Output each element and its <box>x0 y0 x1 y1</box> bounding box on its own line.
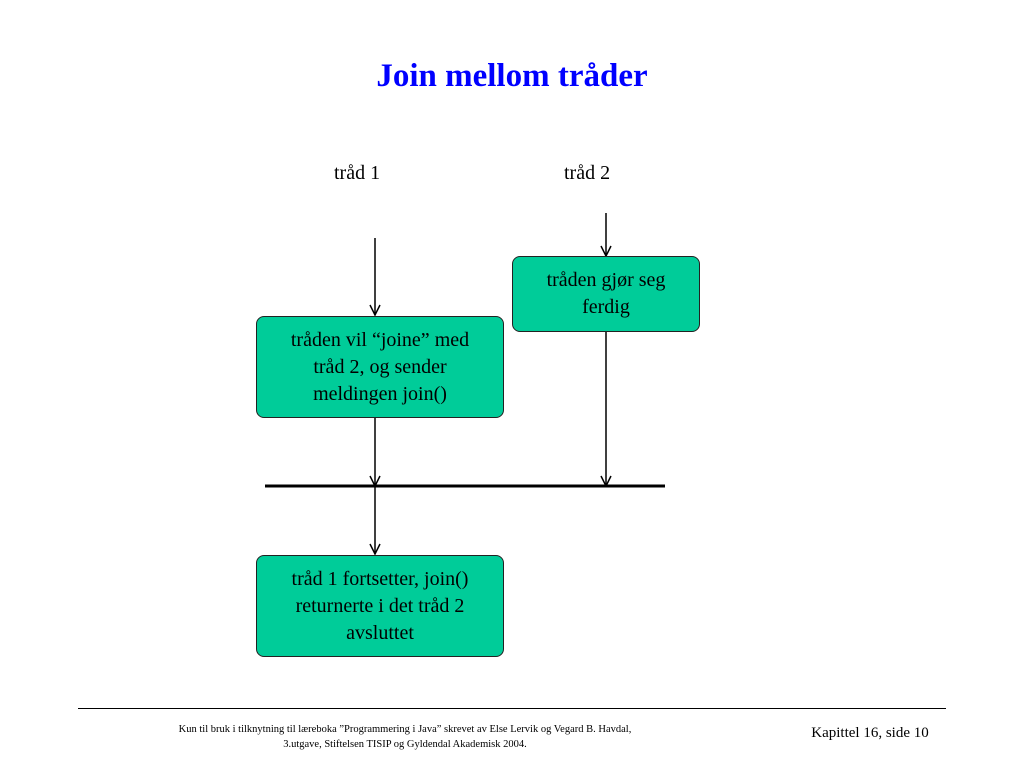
thread-1-join-request-box: tråden vil “joine” med tråd 2, og sender… <box>256 316 504 418</box>
slide-title: Join mellom tråder <box>376 58 648 94</box>
footer-divider <box>78 708 946 709</box>
footer-source-line-1: Kun til bruk i tilknytning til læreboka … <box>178 724 632 735</box>
footer-page-label: Kapittel 16, side 10 <box>811 725 929 741</box>
footer-source-line-2: 3.utgave, Stiftelsen TISIP og Gyldendal … <box>283 739 527 750</box>
continue-box-line-3: avsluttet <box>346 621 414 644</box>
thread-1-label: tråd 1 <box>334 162 381 184</box>
join-box-line-2: tråd 2, og sender <box>313 355 447 378</box>
join-box-line-1: tråden vil “joine” med <box>290 328 470 351</box>
continue-box-line-1: tråd 1 fortsetter, join() <box>291 567 469 590</box>
thread-2-box-line-1: tråden gjør seg <box>546 269 666 291</box>
join-box-line-3: meldingen join() <box>313 382 447 405</box>
footer-source-note: Kun til bruk i tilknytning til læreboka … <box>130 722 680 752</box>
thread-1-continues-box: tråd 1 fortsetter, join() returnerte i d… <box>256 555 504 657</box>
thread-2-box-line-2: ferdig <box>582 296 630 318</box>
continue-box-line-2: returnerte i det tråd 2 <box>295 594 465 617</box>
thread-2-finishes-box: tråden gjør seg ferdig <box>512 256 700 332</box>
thread-2-label: tråd 2 <box>564 162 611 184</box>
